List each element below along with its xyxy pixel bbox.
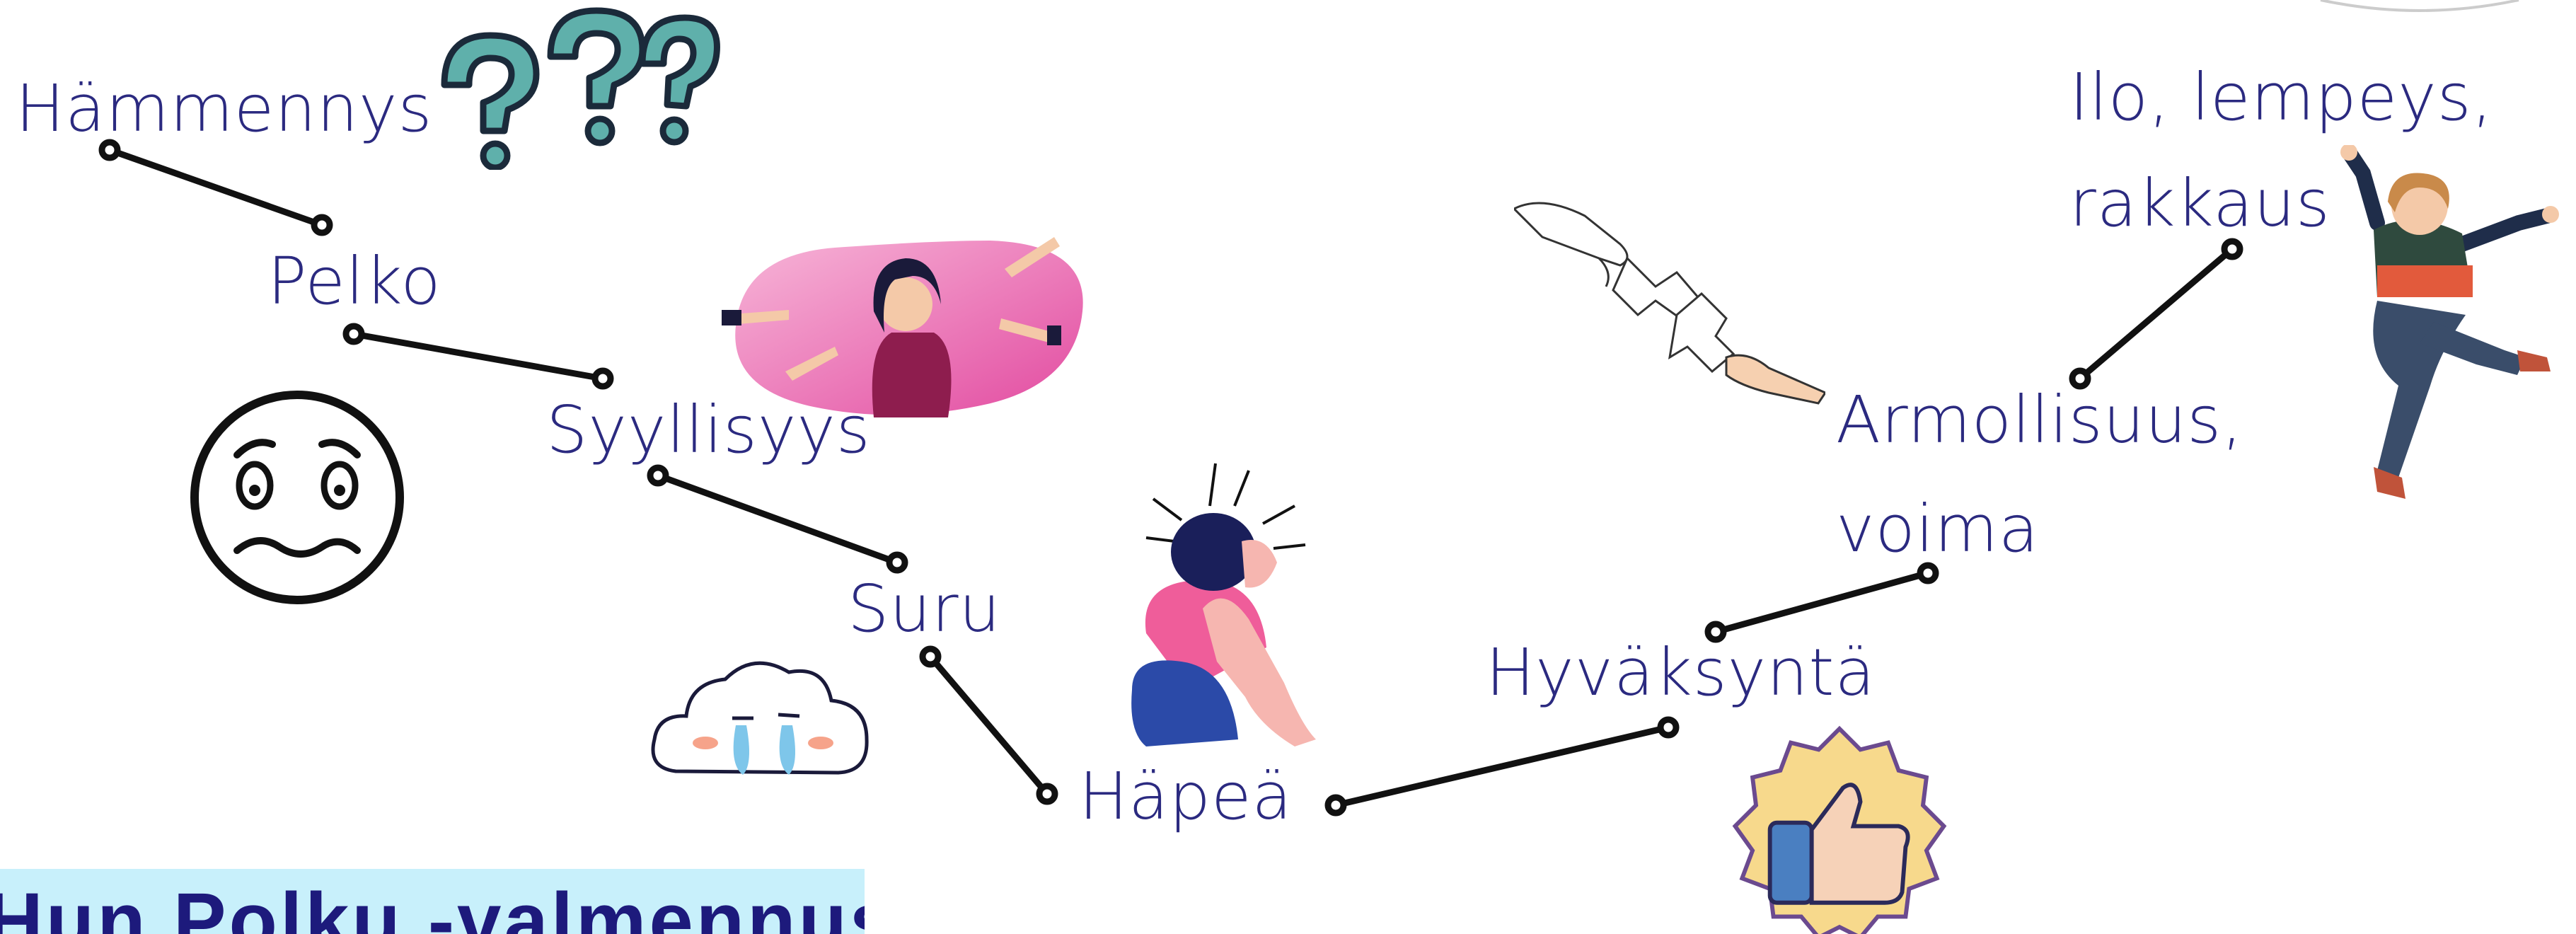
- stage-label-ilo-line2: rakkaus: [2069, 171, 2330, 236]
- connector-node: [1920, 565, 1936, 581]
- title-banner: Hun Polku -valmennus: [0, 869, 865, 934]
- worried-face-icon: [187, 388, 407, 607]
- connector-node: [889, 555, 905, 570]
- stage-label-armollisuus-line2: voima: [1836, 497, 2039, 562]
- connector-line: [930, 657, 1047, 794]
- stage-label-pelko: Pelko: [267, 249, 441, 314]
- stage-label-ilo-line1: Ilo, lempeys,: [2069, 65, 2493, 130]
- connector-line: [110, 150, 322, 225]
- crying-cloud-icon: [647, 651, 874, 792]
- stage-label-armollisuus-line1: Armollisuus,: [1836, 388, 2243, 453]
- puzzle-hands-icon: [1514, 188, 1825, 407]
- connector-node: [346, 326, 362, 342]
- stage-label-hammennys: Hämmennys: [16, 76, 432, 142]
- connector-line: [1336, 727, 1668, 805]
- stage-label-hapea: Häpeä: [1079, 764, 1293, 829]
- connector-node: [1039, 786, 1055, 802]
- circle-badge-icon: [2314, 0, 2526, 21]
- pointing-fingers-woman-icon: [722, 226, 1090, 425]
- connector-node: [2224, 241, 2240, 257]
- connector-line: [2080, 249, 2232, 379]
- stage-label-suru: Suru: [848, 577, 1001, 642]
- connector-line: [658, 475, 897, 563]
- connector-line: [1716, 573, 1928, 632]
- connector-node: [595, 371, 611, 386]
- connector-node: [923, 649, 938, 664]
- stage-label-hyvaksynta: Hyväksyntä: [1486, 640, 1876, 705]
- connector-node: [650, 468, 666, 483]
- connector-line: [354, 334, 603, 379]
- stressed-woman-icon: [1104, 456, 1337, 754]
- jumping-person-icon: [2335, 145, 2561, 513]
- connector-node: [1328, 797, 1344, 813]
- connector-node: [314, 217, 330, 233]
- question-marks-icon: [430, 7, 720, 170]
- thumbs-up-badge-icon: [1726, 725, 1953, 934]
- banner-title: Hun Polku -valmennus: [0, 882, 865, 934]
- connector-node: [1660, 720, 1676, 735]
